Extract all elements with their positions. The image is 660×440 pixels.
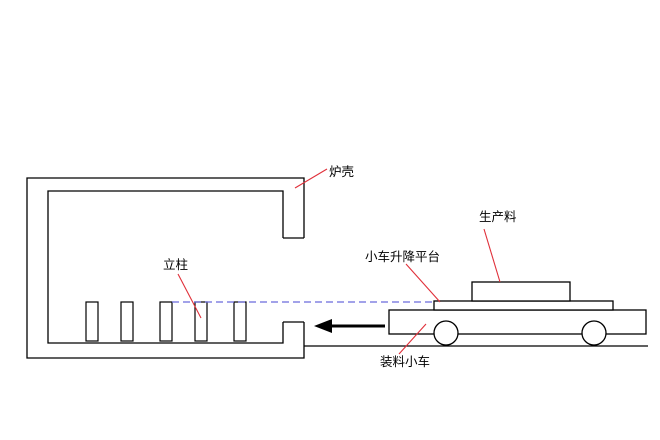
product-load — [471, 281, 571, 302]
columns-group — [85, 301, 247, 342]
label-lift-platform: 小车升降平台 — [365, 249, 440, 264]
leader-charging-car — [398, 323, 427, 355]
column-1 — [85, 301, 99, 342]
furnace-inner-wall — [47, 190, 284, 344]
label-charging-car: 装料小车 — [380, 354, 430, 369]
car-wheel-left — [433, 320, 459, 346]
column-3 — [159, 301, 173, 342]
label-furnace-shell: 炉壳 — [329, 164, 354, 179]
charging-car-body — [388, 309, 647, 335]
leader-column — [177, 273, 202, 319]
leader-lift-platform — [405, 263, 441, 303]
leader-furnace-shell — [294, 168, 328, 189]
label-product: 生产料 — [479, 209, 517, 224]
furnace-outer-wall — [26, 177, 305, 359]
label-column: 立柱 — [163, 257, 188, 272]
lift-platform — [433, 300, 614, 311]
left-arrow-icon — [314, 319, 385, 333]
column-5 — [233, 301, 247, 342]
column-4 — [194, 301, 208, 342]
column-2 — [120, 301, 134, 342]
car-wheel-right — [581, 320, 607, 346]
leader-product — [483, 228, 501, 283]
